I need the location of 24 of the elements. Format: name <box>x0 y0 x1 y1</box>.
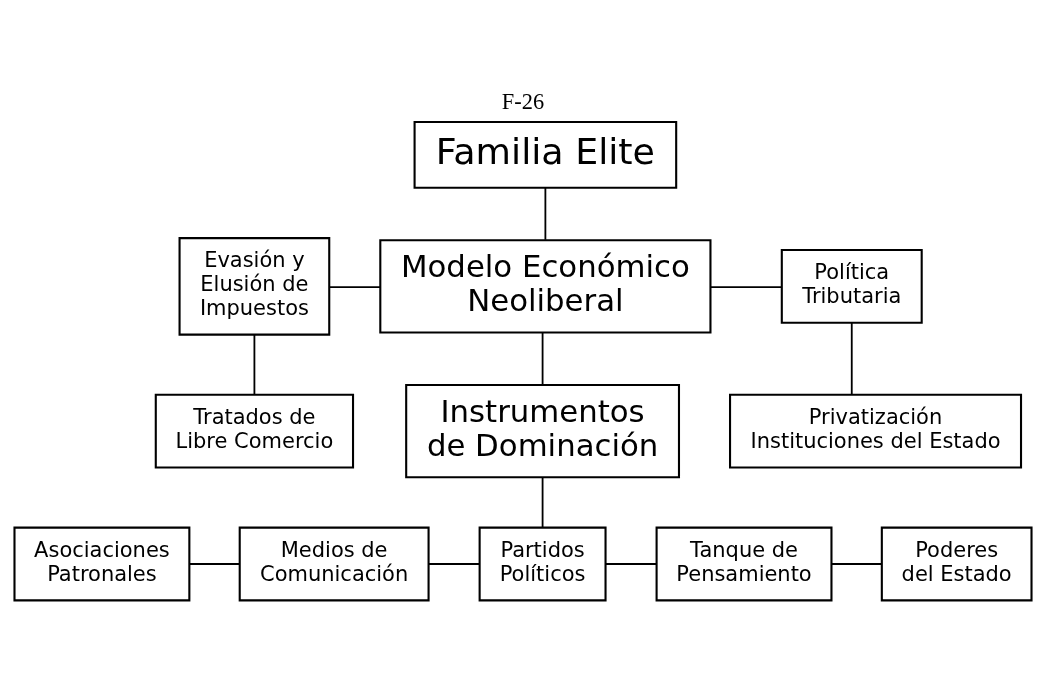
connector <box>427 563 481 565</box>
node-box: Privatización Instituciones del Estado <box>729 393 1023 469</box>
node-box: Evasión y Elusión de Impuestos <box>178 237 331 336</box>
connector <box>188 563 241 565</box>
node-box: Partidos Políticos <box>478 526 607 602</box>
node-box: Política Tributaria <box>780 248 923 324</box>
connector <box>604 563 658 565</box>
connector <box>544 187 547 241</box>
node-box: Tanque de Pensamiento <box>655 526 833 602</box>
node-box: Modelo Económico Neoliberal <box>379 239 712 334</box>
node-box: Asociaciones Patronales <box>13 526 191 602</box>
connector <box>830 563 883 565</box>
connector <box>850 321 853 396</box>
diagram-title: F-26 <box>501 89 545 115</box>
node-box: Familia Elite <box>413 120 678 189</box>
connector <box>709 286 783 288</box>
connector <box>541 331 544 386</box>
node-box: Poderes del Estado <box>880 526 1033 602</box>
node-box: Instrumentos de Dominación <box>405 383 681 479</box>
connector <box>328 286 382 288</box>
connector <box>541 476 544 529</box>
connector <box>253 334 256 396</box>
node-box: Medios de Comunicación <box>238 526 430 602</box>
node-box: Tratados de Libre Comercio <box>154 393 355 469</box>
